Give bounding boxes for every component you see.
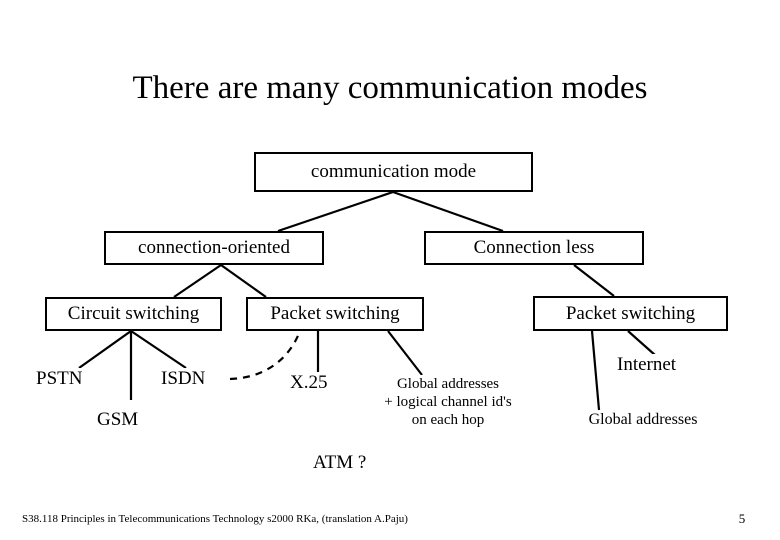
edge-circuit-to-pstn (78, 330, 132, 369)
note-global-addresses-logical-channel: Global addresses + logical channel id's … (353, 375, 543, 429)
node-connection-less-label: Connection less (473, 237, 595, 258)
node-connection-oriented[interactable]: connection-oriented (104, 231, 324, 265)
leaf-atm[interactable]: ATM ? (313, 452, 367, 474)
node-packet-switching-middle[interactable]: Packet switching (246, 297, 424, 331)
edge-cl-to-packet-switching-right (573, 264, 615, 297)
edge-circuit-to-isdn (130, 330, 187, 369)
edge-packet-right-to-global-addresses (590, 330, 601, 411)
leaf-internet[interactable]: Internet (617, 354, 677, 376)
node-packet-switching-right[interactable]: Packet switching (533, 296, 728, 331)
leaf-pstn[interactable]: PSTN (36, 368, 83, 390)
edge-root-to-connection-less (392, 190, 504, 233)
page-title: There are many communication modes (132, 70, 648, 107)
page-number: 5 (738, 511, 746, 526)
node-connection-less[interactable]: Connection less (424, 231, 644, 265)
node-communication-mode-label: communication mode (310, 161, 477, 182)
leaf-x25[interactable]: X.25 (290, 372, 328, 394)
edge-packet-mid-to-note (387, 330, 423, 376)
edge-root-to-connection-oriented (277, 190, 394, 233)
node-connection-oriented-label: connection-oriented (138, 237, 290, 258)
edge-co-to-packet-switching (220, 264, 267, 298)
edge-packet-right-to-internet (627, 330, 656, 356)
node-packet-switching-right-label: Packet switching (565, 302, 696, 324)
leaf-isdn[interactable]: ISDN (161, 368, 206, 390)
node-circuit-switching-label: Circuit switching (67, 303, 200, 324)
edge-co-to-circuit-switching (173, 264, 222, 298)
node-circuit-switching[interactable]: Circuit switching (45, 297, 222, 331)
note-global-addresses-right: Global addresses (563, 411, 723, 429)
node-packet-switching-middle-label: Packet switching (270, 303, 400, 324)
leaf-gsm[interactable]: GSM (97, 409, 139, 431)
node-communication-mode[interactable]: communication mode (254, 152, 533, 192)
footer-credit: S38.118 Principles in Telecommunications… (22, 513, 408, 525)
